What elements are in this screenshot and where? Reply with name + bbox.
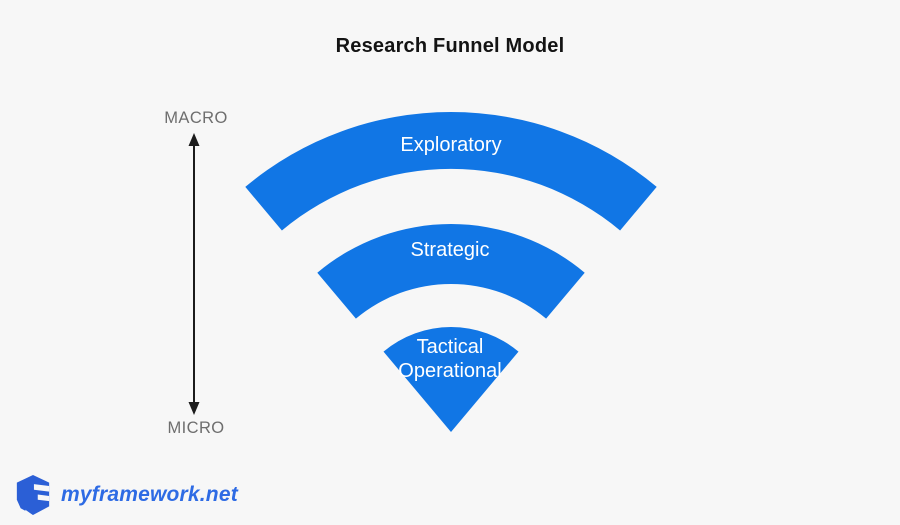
page-title: Research Funnel Model	[335, 35, 565, 57]
brand-text: myframework.net	[61, 483, 238, 506]
funnel-label-tactical: Tactical	[417, 336, 484, 358]
funnel-label-exploratory: Exploratory	[400, 134, 501, 156]
brand-footer: myframework.net	[14, 474, 238, 516]
funnel-label-strategic: Strategic	[411, 239, 490, 261]
funnel-band-strategic	[317, 224, 585, 319]
myframework-cube-logo-icon	[16, 475, 50, 515]
funnel-wedge-tactical-operational	[383, 327, 519, 432]
macro-micro-arrow-icon	[188, 133, 200, 415]
funnel-label-operational: Operational	[398, 360, 501, 382]
axis-label-micro: MICRO	[167, 419, 225, 437]
axis-label-macro: MACRO	[164, 109, 228, 127]
funnel-band-exploratory	[245, 112, 657, 231]
